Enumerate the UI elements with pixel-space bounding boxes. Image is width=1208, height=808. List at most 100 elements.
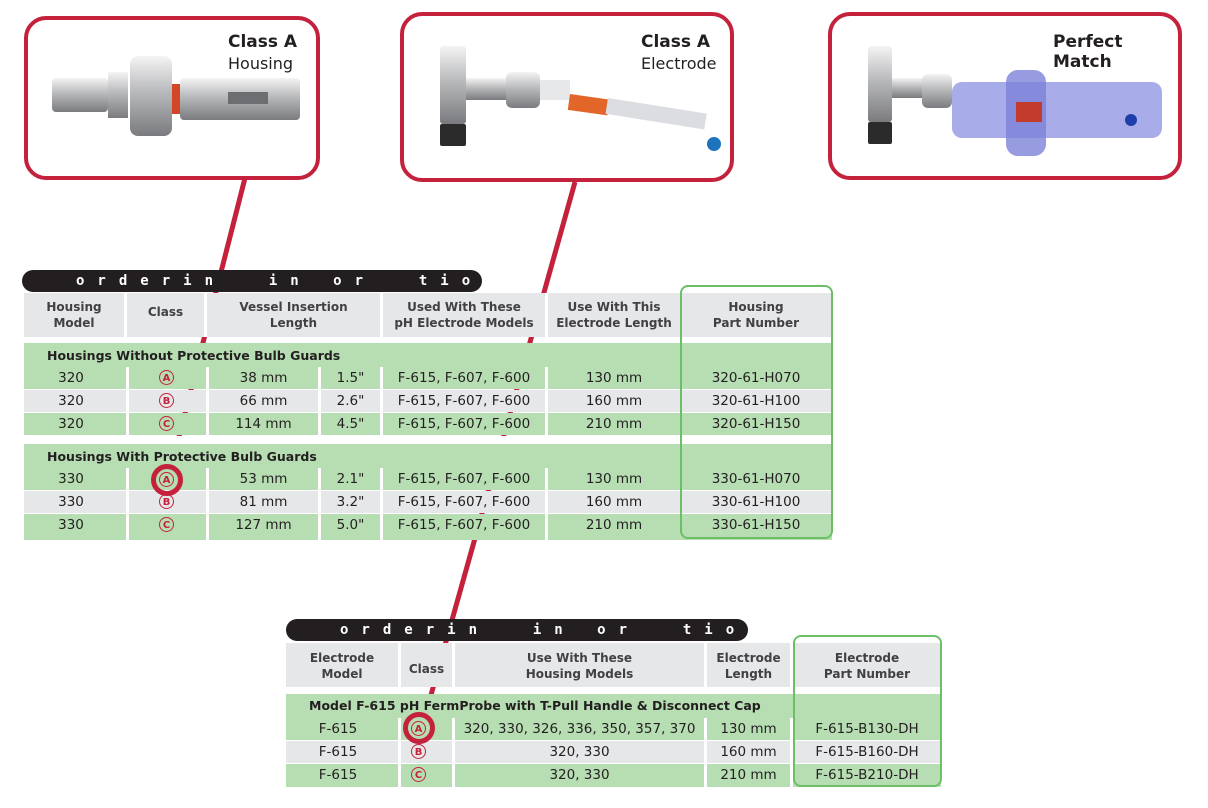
housing-part-number: 320-61-H070	[711, 370, 801, 386]
column-separator	[318, 367, 321, 436]
insertion-mm: 53 mm	[239, 471, 288, 487]
column-separator	[318, 468, 321, 540]
table-row	[24, 491, 832, 513]
column-separator	[126, 468, 129, 540]
used-with-electrodes: F-615, F-607, F-600	[397, 471, 531, 487]
header-vessel-insertion-length: Vessel Insertion Length	[239, 300, 348, 330]
insertion-inch: 2.6"	[336, 393, 365, 409]
class-a-highlight-ring	[151, 464, 183, 496]
header-separator	[124, 293, 127, 337]
table-row	[286, 718, 941, 740]
insertion-mm: 81 mm	[239, 494, 288, 510]
insertion-inch: 5.0"	[336, 517, 365, 533]
column-separator	[206, 367, 209, 436]
electrode-part-number: F-615-B160-DH	[815, 744, 919, 760]
electrode-length: 130 mm	[720, 721, 777, 737]
section-band	[286, 694, 941, 718]
header-electrode-model: Electrode Model	[309, 651, 375, 681]
insertion-inch: 1.5"	[336, 370, 365, 386]
header-class: Class	[147, 305, 184, 319]
used-with-electrodes: F-615, F-607, F-600	[397, 370, 531, 386]
electrode-length: 210 mm	[585, 517, 643, 533]
housing-model: 330	[58, 494, 84, 510]
electrode-length: 160 mm	[585, 494, 643, 510]
electrode-model: F-615	[318, 721, 358, 737]
header-electrode-part-number: Electrode Part Number	[823, 651, 911, 681]
insertion-inch: 3.2"	[336, 494, 365, 510]
header-class: Class	[408, 662, 445, 676]
housing-callout: Class A Housing	[24, 16, 320, 180]
header-separator	[398, 643, 401, 687]
header-separator	[790, 643, 793, 687]
class-a-highlight-ring	[403, 712, 435, 744]
housing-part-number: 330-61-H100	[711, 494, 801, 510]
table-row	[24, 468, 832, 490]
class-c-badge: C	[159, 416, 174, 431]
housing-part-number: 320-61-H150	[711, 416, 801, 432]
housing-model: 330	[58, 517, 84, 533]
header-used-with-ph-electrode-models: Used With These pH Electrode Models	[394, 300, 534, 330]
housing-model: 320	[58, 393, 84, 409]
column-separator	[398, 718, 401, 787]
header-separator	[452, 643, 455, 687]
perfect-match-callout: Perfect Match	[828, 12, 1182, 180]
used-with-electrodes: F-615, F-607, F-600	[397, 494, 531, 510]
column-separator	[545, 367, 548, 436]
section-divider	[24, 436, 832, 444]
insertion-mm: 66 mm	[239, 393, 288, 409]
perfect-match-title: Perfect Match	[1053, 32, 1123, 72]
column-separator	[126, 367, 129, 436]
class-b-badge: B	[159, 393, 174, 408]
table-row	[286, 741, 941, 763]
section-title-f615: Model F-615 pH FermProbe with T-Pull Han…	[309, 698, 761, 713]
class-c-badge: C	[159, 517, 174, 532]
electrode-part-number: F-615-B210-DH	[815, 767, 919, 783]
insertion-inch: 4.5"	[336, 416, 365, 432]
header-separator	[545, 293, 548, 337]
insertion-mm: 38 mm	[239, 370, 288, 386]
electrode-length: 210 mm	[585, 416, 643, 432]
header-housing-model: Housing Model	[46, 300, 102, 330]
electrode-ordering-bar: orderin in or tion	[286, 619, 756, 641]
electrode-callout-subtitle: Electrode	[641, 54, 717, 73]
electrode-image	[440, 46, 721, 151]
electrode-callout: Class A Electrode	[400, 12, 734, 182]
header-separator	[380, 293, 383, 337]
table-row	[24, 367, 832, 389]
housing-model: 330	[58, 471, 84, 487]
header-separator	[704, 643, 707, 687]
housing-model: 320	[58, 370, 84, 386]
housing-part-number: 330-61-H070	[711, 471, 801, 487]
used-with-electrodes: F-615, F-607, F-600	[397, 416, 531, 432]
header-electrode-length: Electrode Length	[716, 651, 781, 681]
insertion-mm: 114 mm	[235, 416, 292, 432]
header-use-with-housing-models: Use With These Housing Models	[525, 651, 634, 681]
housing-part-number: 320-61-H100	[711, 393, 801, 409]
perfect-match-image	[868, 46, 1162, 156]
housing-models: 320, 330	[549, 744, 610, 760]
section-title-without-guards: Housings Without Protective Bulb Guards	[47, 348, 341, 363]
class-b-badge: B	[411, 744, 426, 759]
column-separator	[545, 468, 548, 540]
housing-ordering-bar: orderin in or tion	[22, 270, 492, 292]
used-with-electrodes: F-615, F-607, F-600	[397, 517, 531, 533]
column-separator	[452, 718, 455, 787]
column-separator	[380, 367, 383, 436]
section-title-with-guards: Housings With Protective Bulb Guards	[47, 449, 317, 464]
housing-part-number-highlight	[680, 285, 833, 539]
housing-callout-subtitle: Housing	[228, 54, 294, 73]
column-separator	[704, 718, 707, 787]
electrode-length: 130 mm	[585, 471, 643, 487]
housing-image	[52, 56, 300, 136]
insertion-inch: 2.1"	[336, 471, 365, 487]
electrode-part-number: F-615-B130-DH	[815, 721, 919, 737]
table-row	[286, 764, 941, 787]
section-band	[24, 444, 832, 468]
used-with-electrodes: F-615, F-607, F-600	[397, 393, 531, 409]
housing-table-header	[24, 293, 832, 337]
electrode-length: 160 mm	[720, 744, 777, 760]
electrode-table-header	[286, 643, 941, 687]
insertion-mm: 127 mm	[235, 517, 292, 533]
class-a-badge: A	[159, 370, 174, 385]
housing-part-number: 330-61-H150	[711, 517, 801, 533]
